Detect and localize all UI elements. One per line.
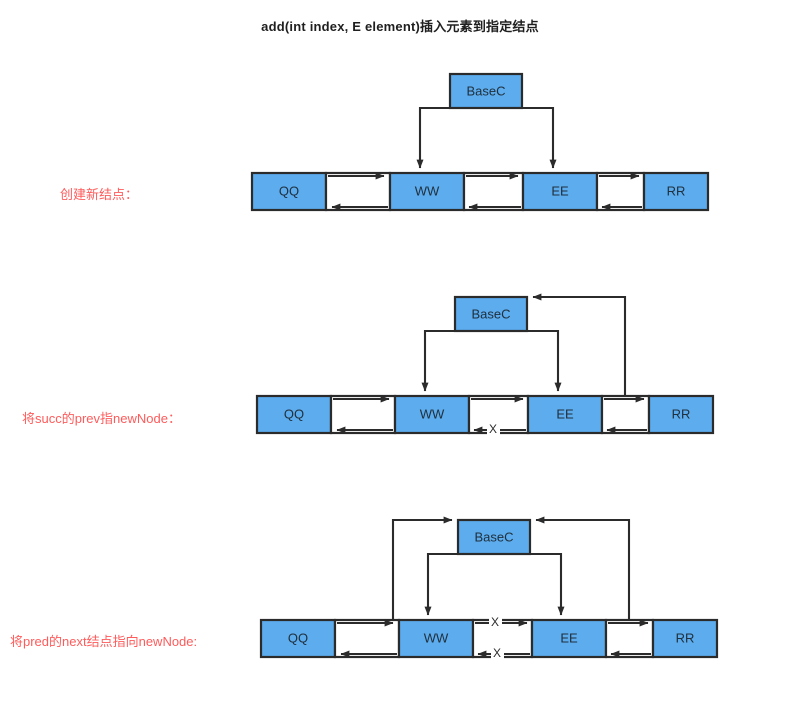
linked-list-chain-panel1: QQ WW EE RR	[250, 171, 710, 212]
node-label-qq-panel1: QQ	[279, 183, 299, 198]
node-label-basec-panel2: BaseC	[471, 306, 510, 321]
x-mark-ww-next-ee-panel3: X	[489, 615, 502, 631]
panel-label-create-node: 创建新结点：	[60, 187, 139, 202]
node-label-ww-panel2: WW	[420, 406, 445, 421]
pointer-ee-prev-to-basec-panel2	[532, 293, 627, 396]
svg-text:X: X	[493, 646, 501, 660]
page-title: add(int index, E element)插入元素到指定结点	[261, 19, 539, 34]
x-mark-ee-prev-ww-panel3: X	[491, 646, 504, 662]
pointer-basec-to-ee-panel1	[510, 106, 557, 169]
pointer-basec-to-ee-panel2	[515, 329, 562, 392]
node-basec-panel3: BaseC	[456, 518, 532, 556]
node-label-rr-panel3: RR	[676, 630, 695, 645]
pointer-ww-next-to-basec-panel3	[391, 516, 453, 620]
node-label-ee-panel1: EE	[551, 183, 569, 198]
node-label-rr-panel2: RR	[672, 406, 691, 421]
x-mark-ee-prev-ww-panel2: X	[487, 422, 500, 438]
panel-pred-next: BaseC QQ WW EE RR	[259, 516, 719, 662]
node-basec-panel1: BaseC	[448, 72, 524, 110]
linked-list-chain-panel3: QQ WW EE RR	[259, 618, 719, 659]
panel-label-pred-next: 将pred的next结点指向newNode:	[10, 634, 198, 649]
node-label-basec-panel3: BaseC	[474, 529, 513, 544]
pointer-basec-to-ww-panel3	[424, 552, 470, 616]
node-label-ee-panel3: EE	[560, 630, 578, 645]
pointer-basec-to-ww-panel1	[416, 106, 462, 169]
pointer-ee-prev-to-basec-panel3	[535, 516, 631, 620]
node-label-ww-panel1: WW	[415, 183, 440, 198]
node-label-qq-panel3: QQ	[288, 630, 308, 645]
panel-label-succ-prev: 将succ的prev指newNode：	[22, 411, 181, 426]
panel-succ-prev: BaseC QQ WW EE RR	[255, 293, 715, 438]
linked-list-chain-panel2: QQ WW EE RR	[255, 394, 715, 435]
svg-text:X: X	[489, 422, 497, 436]
node-label-rr-panel1: RR	[667, 183, 686, 198]
node-label-qq-panel2: QQ	[284, 406, 304, 421]
node-basec-panel2: BaseC	[453, 295, 529, 333]
node-label-basec-panel1: BaseC	[466, 83, 505, 98]
pointer-basec-to-ee-panel3	[518, 552, 565, 616]
pointer-basec-to-ww-panel2	[421, 329, 467, 392]
node-label-ee-panel2: EE	[556, 406, 574, 421]
node-label-ww-panel3: WW	[424, 630, 449, 645]
panel-create-node: BaseC QQ WW EE	[250, 72, 710, 212]
svg-text:X: X	[491, 615, 499, 629]
